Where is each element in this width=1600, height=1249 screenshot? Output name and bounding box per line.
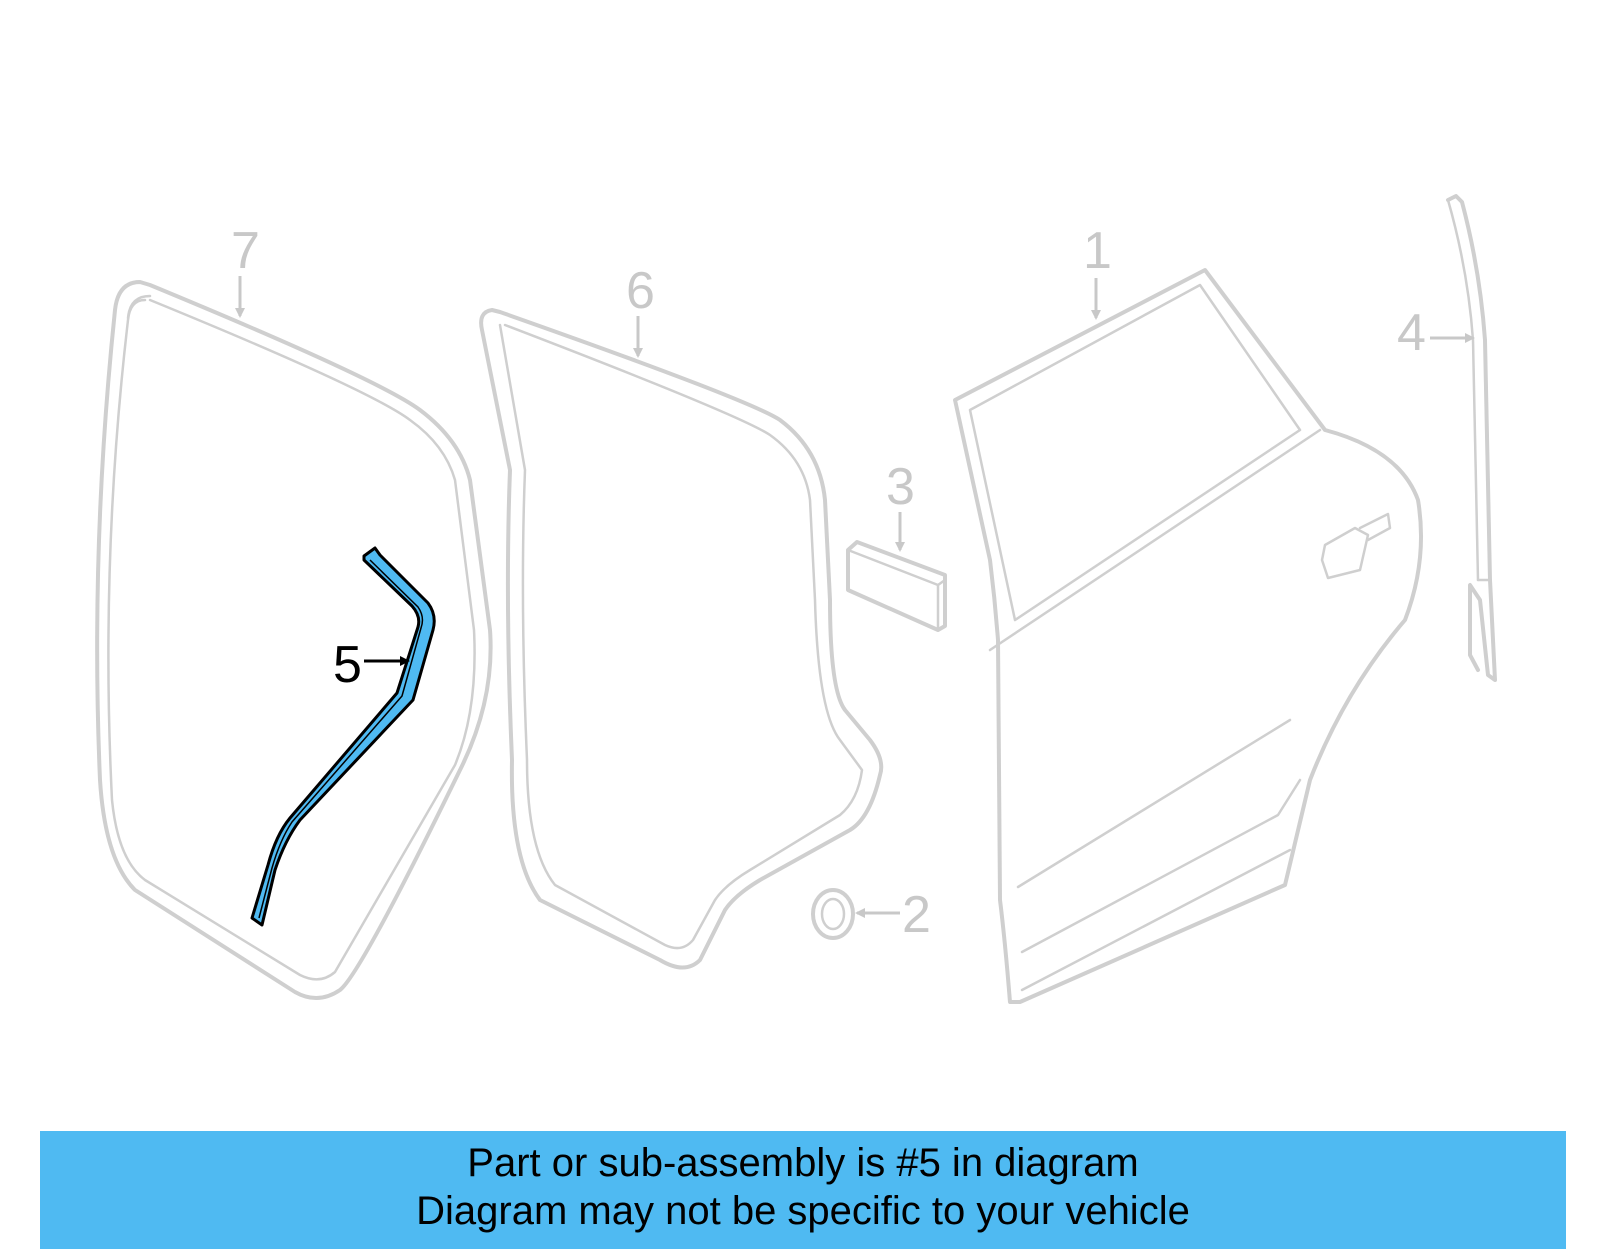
callout-2[interactable]: 2 [855,886,931,944]
part-4-channel [1446,194,1497,682]
callout-4-label: 4 [1397,304,1426,362]
callout-3-label: 3 [886,458,915,516]
part-3-tape-pad [846,540,947,632]
callout-5-label: 5 [333,636,362,694]
callout-7-label: 7 [231,222,260,280]
part-2-grommet [811,888,855,940]
callout-6[interactable]: 6 [626,262,655,358]
part-1-door-shell [953,268,1423,1004]
part-6-door-seal [479,308,884,970]
callout-6-label: 6 [626,262,655,320]
callout-4[interactable]: 4 [1397,304,1475,362]
callout-1[interactable]: 1 [1083,222,1112,320]
part-5-highlighted-weatherstrip [250,546,436,927]
callout-5[interactable]: 5 [333,636,410,694]
callout-7[interactable]: 7 [231,222,260,318]
banner-line-2: Diagram may not be specific to your vehi… [416,1189,1190,1233]
callout-1-label: 1 [1083,222,1112,280]
part-7-door-seal [95,280,493,1000]
info-banner: Part or sub-assembly is #5 in diagram Di… [40,1131,1566,1249]
callout-3[interactable]: 3 [886,458,915,552]
callout-2-label: 2 [902,886,931,944]
banner-line-1: Part or sub-assembly is #5 in diagram [467,1141,1139,1185]
